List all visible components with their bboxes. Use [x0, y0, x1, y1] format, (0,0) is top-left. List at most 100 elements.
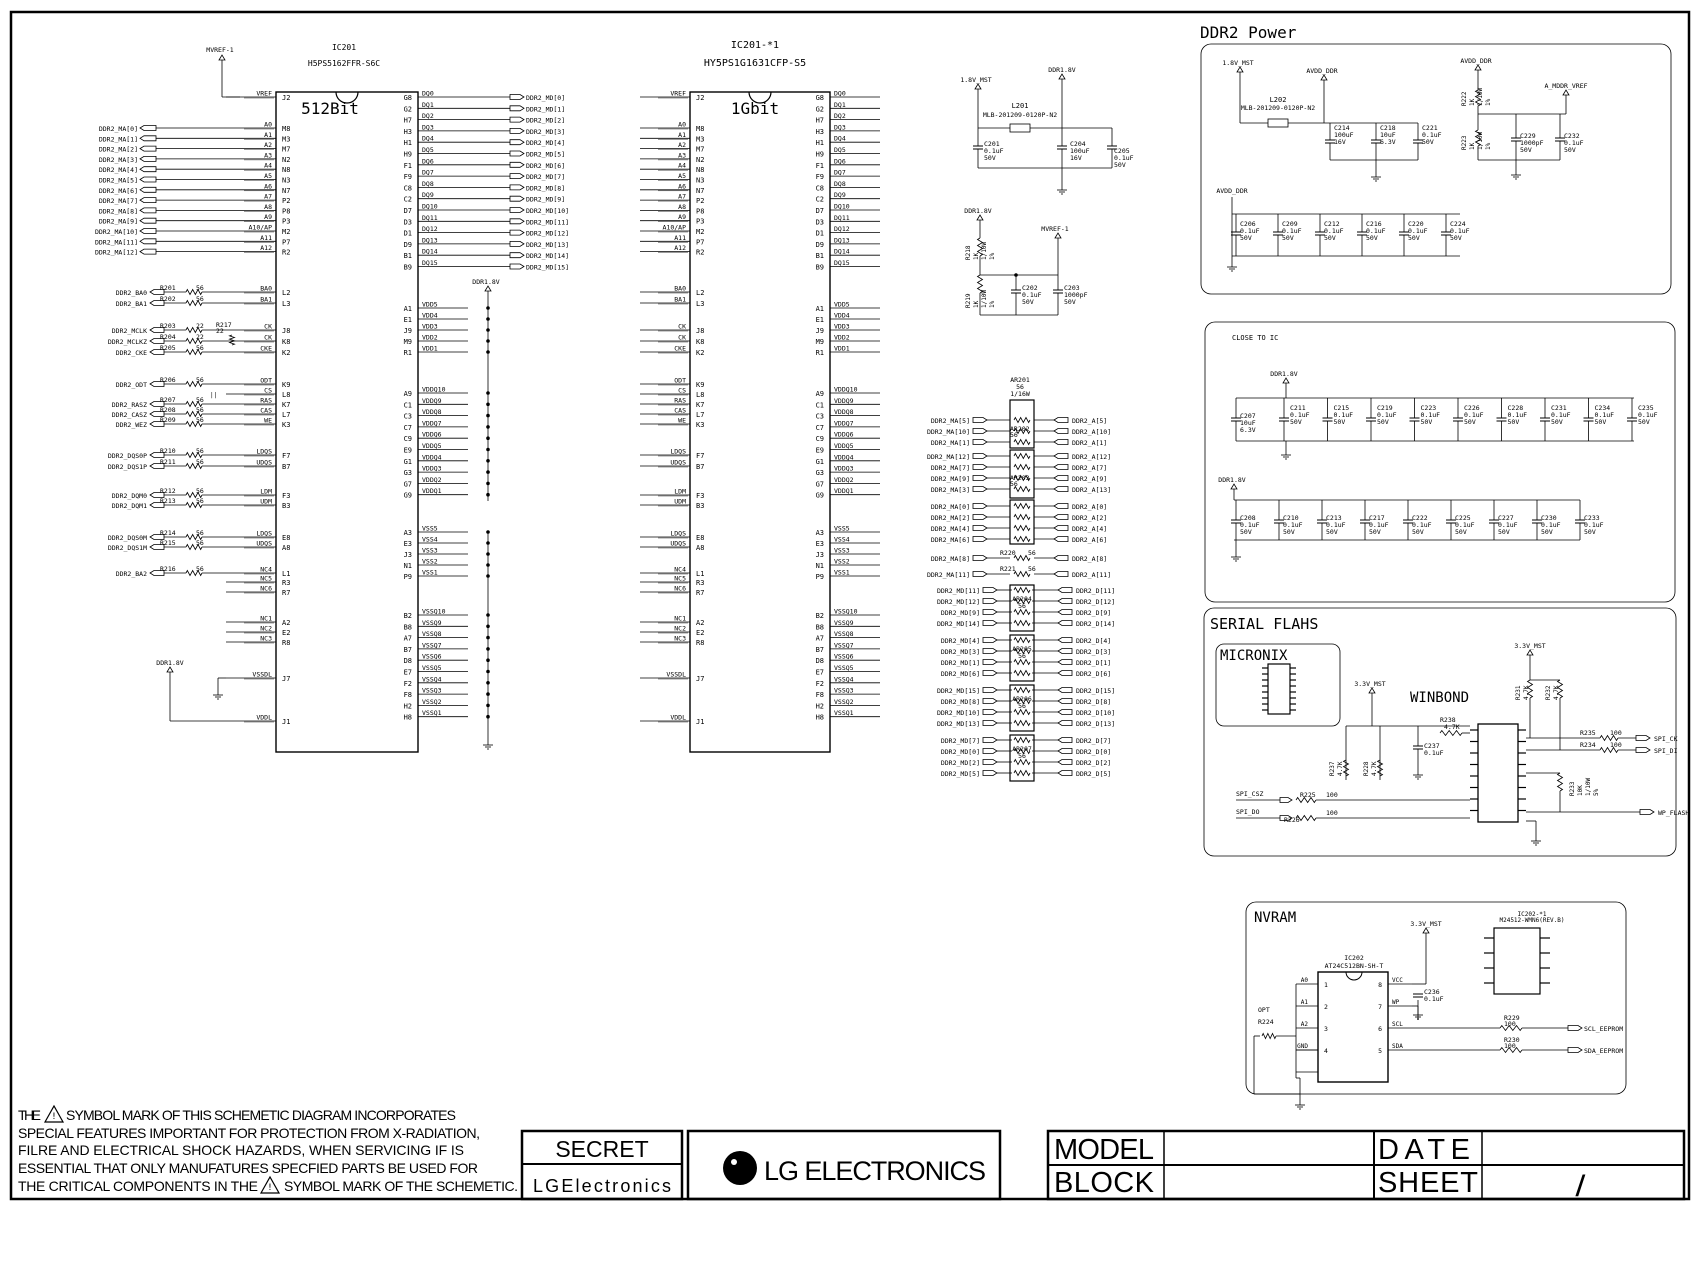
pin-signal: VSSQ9 — [422, 619, 442, 627]
pin-signal: DQ9 — [834, 191, 846, 199]
pin-number: F8 — [816, 691, 824, 699]
pin-signal: A5 — [678, 172, 686, 180]
net-label: DDR2_D[4] — [1076, 637, 1111, 645]
net-label: DDR2_MA[11] — [95, 238, 138, 246]
pin-number: D3 — [404, 218, 412, 226]
pin-signal: UDQS — [256, 459, 272, 467]
pin-number: B3 — [282, 502, 290, 510]
net-connector-tag — [982, 709, 998, 715]
pin-signal: VDDQ7 — [834, 419, 854, 427]
pin-signal: DQ15 — [422, 259, 438, 267]
resistor-ref: R230 — [1504, 1036, 1520, 1044]
pin-signal: VSSQ4 — [422, 675, 442, 683]
resistor-value: 100 — [1504, 1020, 1516, 1028]
net-label: DDR2_D[9] — [1076, 609, 1111, 617]
warning-text: SPECIAL FEATURES IMPORTANT FOR PROTECTIO… — [18, 1125, 480, 1141]
net-label: DDR2_A[9] — [1072, 475, 1107, 483]
pin-signal: A0 — [1301, 977, 1309, 984]
net-connector-tag — [982, 748, 998, 754]
pin-signal: UDM — [674, 498, 686, 506]
pin-number: L7 — [696, 411, 704, 419]
pin-number: L2 — [282, 289, 290, 297]
resistor-symbol — [1013, 769, 1031, 777]
pin-number: F7 — [282, 452, 290, 460]
pin-signal: VDDQ3 — [422, 465, 442, 473]
pin-number: N8 — [696, 166, 704, 174]
net-connector-tag — [1567, 1025, 1583, 1031]
pin-signal: LDQS — [256, 530, 272, 538]
capacitor-label: 50V — [1584, 528, 1596, 536]
resistor-array-md — [1009, 634, 1035, 682]
section-frame — [1204, 321, 1676, 603]
resistor-symbol — [1499, 1046, 1523, 1054]
net-connector-tag — [1635, 747, 1651, 753]
resistor-value: 56 — [1028, 565, 1036, 573]
net-connector-tag — [982, 737, 998, 743]
net-label: DDR2_MD[13] — [526, 241, 569, 249]
net-label: DDR1.8V — [156, 659, 183, 667]
junction-dot — [486, 425, 490, 429]
net-label: SPI_CSZ — [1236, 790, 1263, 798]
resistor-symbol — [1013, 554, 1031, 562]
sheet-separator: / — [1575, 1170, 1586, 1203]
pin-number: M7 — [282, 146, 290, 154]
pin-number: J2 — [696, 94, 704, 102]
ic201-section: J2VREFM8A0M3A1M7A2N2A3N8A4N3A5N7A6P2A7P8… — [95, 40, 880, 753]
net-connector-tag — [1057, 587, 1073, 593]
resistor-label: R219 — [965, 293, 972, 308]
pin-number: K8 — [282, 338, 290, 346]
resistor-ref: R208 — [160, 406, 176, 414]
junction-dot — [486, 339, 490, 343]
net-connector-tag — [1057, 609, 1073, 615]
label-opt: OPT — [1258, 1006, 1270, 1014]
capacitor-label: 50V — [1450, 234, 1462, 242]
pin-signal: VDDQ2 — [834, 476, 854, 484]
net-label: DDR2_MD[14] — [526, 252, 569, 260]
close-to-ic-section: CLOSE TO ICDDR1.8VC20710uF6.3VC2110.1uF5… — [1204, 321, 1676, 603]
pin-number: C3 — [816, 413, 824, 421]
pin-signal: VSS4 — [422, 536, 438, 544]
ddr2-power-section: DDR2 Power1.8V_MSTAVDD_DDRAVDD_DDRA_MDDR… — [1200, 23, 1672, 295]
pin-number: H2 — [816, 702, 824, 710]
net-label: DDR2_MD[5] — [941, 770, 980, 778]
net-connector-tag — [139, 207, 157, 214]
pin-signal: VSS1 — [422, 569, 438, 577]
pin-number: F9 — [816, 173, 824, 181]
resistor-symbol — [1013, 758, 1031, 766]
resistor-label: 4.7K — [1553, 685, 1560, 700]
pin-signal: VDDQ1 — [422, 487, 442, 495]
resistor-symbol — [185, 420, 203, 428]
pin-number: E1 — [404, 316, 412, 324]
pin-number: D1 — [816, 230, 824, 238]
net-label: DDR2_A[1] — [1072, 439, 1107, 447]
net-label: DDR2_D[2] — [1076, 759, 1111, 767]
pin-number: H1 — [816, 139, 824, 147]
capacitor-label: C213 — [1326, 514, 1342, 522]
resistor-symbol — [185, 299, 203, 307]
pin-signal: A9 — [264, 213, 272, 221]
pin-number: F8 — [404, 691, 412, 699]
pin-number: C8 — [816, 184, 824, 192]
pin-signal: VSSQ5 — [422, 664, 442, 672]
resistor-value: 56 — [196, 447, 204, 455]
net-label: DDR2_MA[0] — [931, 503, 970, 511]
pin-signal: DQ0 — [422, 90, 434, 98]
capacitor-label: 50V — [1595, 418, 1607, 426]
pin-number: B1 — [816, 252, 824, 260]
net-connector-tag — [509, 263, 525, 270]
pin-number: D1 — [404, 230, 412, 238]
net-connector-tag — [509, 207, 525, 213]
inductor-l202 — [1267, 118, 1289, 128]
net-label: SDA_EEPROM — [1584, 1047, 1623, 1055]
pin-signal: NC1 — [674, 615, 686, 623]
net-label: DDR2_DQS0M — [108, 534, 147, 542]
pin-signal: VSSQ5 — [834, 664, 854, 672]
net-connector-tag — [1053, 464, 1069, 470]
power-arrow — [974, 83, 982, 90]
warning-exclamation: ! — [51, 1112, 56, 1122]
resistor-value: 56 — [196, 396, 204, 404]
pin-number: E1 — [816, 316, 824, 324]
junction-dot — [486, 530, 490, 534]
pin-number: C9 — [816, 435, 824, 443]
